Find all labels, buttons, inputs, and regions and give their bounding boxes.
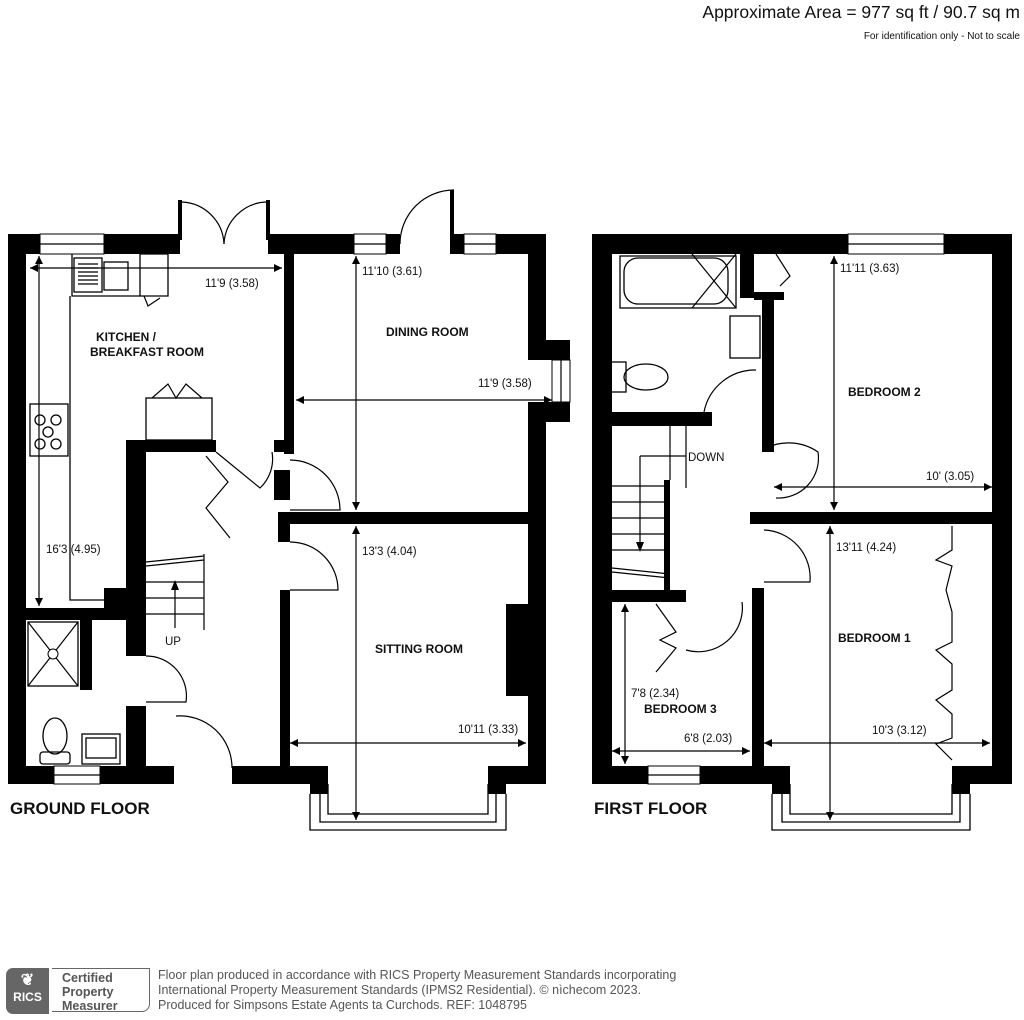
hob-icon	[29, 403, 69, 457]
footer-line-3: Produced for Simpsons Estate Agents ta C…	[158, 998, 527, 1012]
shower-icon	[27, 621, 79, 687]
toilet-icon	[39, 717, 71, 765]
stairs-up-label: UP	[165, 636, 181, 648]
first-floor-plan: DOWN 11'11 (3.63) 10' (3.05) BEDROOM 2 1…	[592, 233, 1012, 831]
dining-room-label: DINING ROOM	[386, 325, 469, 339]
bedroom2-dimensions	[774, 256, 992, 510]
bedroom1-dimensions	[764, 526, 990, 820]
kitchen-label: KITCHEN /	[96, 330, 157, 344]
footer-line-2: International Property Measurement Stand…	[158, 983, 642, 997]
scale-disclaimer: For identification only - Not to scale	[863, 31, 1020, 42]
kitchen-dimensions	[30, 256, 282, 606]
sitting-room-label: SITTING ROOM	[375, 642, 463, 656]
badge-line-3: Measurer	[62, 999, 118, 1013]
bedroom3-dimensions	[612, 604, 750, 764]
ground-floor-plan: UP 11'9 (3.58) 16'3 (4.95) KITCHEN / BRE…	[8, 189, 571, 831]
rics-badge: ❦ RICS	[6, 968, 49, 1014]
dining-dimensions	[296, 256, 552, 510]
rics-crest-icon: ❦	[20, 972, 35, 989]
bedroom1-width: 10'3 (3.12)	[872, 725, 927, 737]
footer: ❦ RICS Certified Property Measurer Floor…	[0, 962, 1024, 1020]
bedroom1-length: 13'11 (4.24)	[836, 542, 896, 554]
bath-icon	[619, 253, 737, 309]
footer-text: Floor plan produced in accordance with R…	[158, 968, 676, 1013]
dining-width: 11'9 (3.58)	[478, 378, 532, 390]
floor-plan: UP 11'9 (3.58) 16'3 (4.95) KITCHEN / BRE…	[8, 189, 1012, 831]
drainer-icon	[78, 263, 98, 285]
basin-icon	[81, 733, 121, 765]
first-floor-title: FIRST FLOOR	[594, 799, 707, 818]
bedroom3-length: 7'8 (2.34)	[631, 688, 679, 700]
bedroom3-width: 6'8 (2.03)	[684, 733, 732, 745]
sitting-dimensions	[290, 526, 526, 820]
approximate-area: Approximate Area = 977 sq ft / 90.7 sq m	[702, 2, 1020, 22]
rics-label: RICS	[13, 990, 42, 1004]
sitting-length: 13'3 (4.04)	[362, 546, 417, 558]
kitchen-length: 16'3 (4.95)	[46, 544, 101, 556]
basin-icon	[729, 315, 761, 359]
certified-badge: Certified Property Measurer	[52, 968, 150, 1013]
badge-line-1: Certified	[62, 971, 113, 985]
kitchen-label-2: BREAKFAST ROOM	[90, 345, 204, 359]
sink-icon	[103, 261, 129, 291]
toilet-icon	[609, 361, 669, 393]
bedroom2-length: 11'11 (3.63)	[840, 263, 899, 275]
kitchen-width: 11'9 (3.58)	[205, 278, 259, 290]
first-stairs	[611, 426, 687, 579]
bedroom1-label: BEDROOM 1	[838, 631, 911, 645]
dining-length: 11'10 (3.61)	[362, 266, 422, 278]
bedroom2-width: 10' (3.05)	[926, 471, 974, 483]
ground-stairs	[145, 554, 205, 630]
stairs-down-label: DOWN	[688, 452, 724, 464]
badge-line-2: Property	[62, 985, 114, 999]
sitting-width: 10'11 (3.33)	[458, 724, 518, 736]
bedroom3-label: BEDROOM 3	[644, 702, 717, 716]
bedroom2-label: BEDROOM 2	[848, 385, 921, 399]
ground-floor-title: GROUND FLOOR	[10, 799, 150, 818]
footer-line-1: Floor plan produced in accordance with R…	[158, 968, 677, 982]
